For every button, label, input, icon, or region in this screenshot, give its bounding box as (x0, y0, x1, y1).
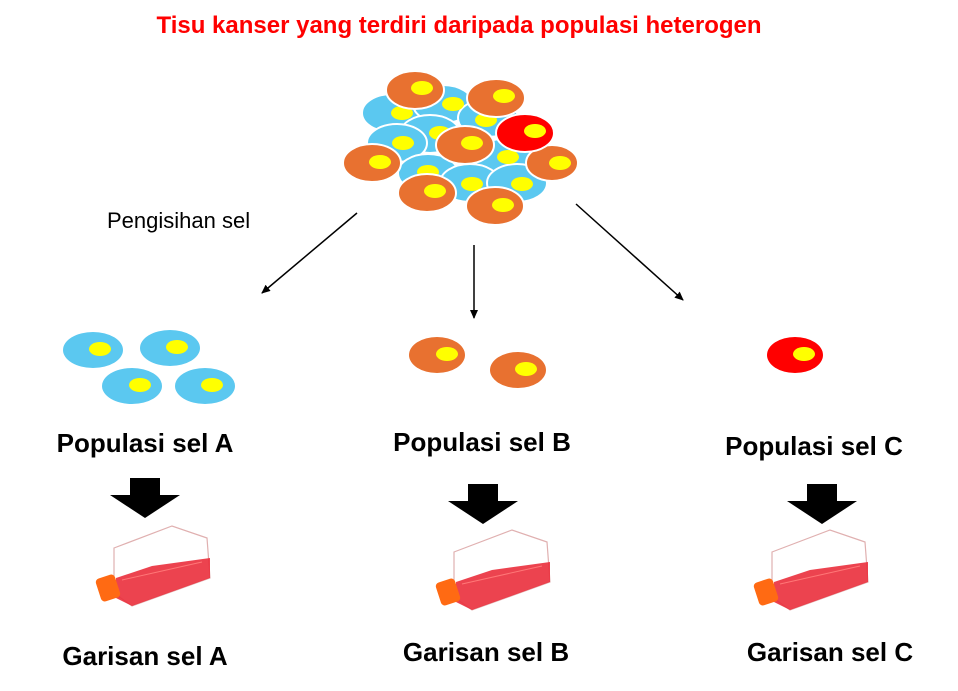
population-b-cells (409, 337, 546, 388)
arrow-to-population-c (575, 203, 684, 301)
culture-flask-b-icon (434, 529, 551, 611)
block-arrow-down-b (448, 484, 518, 524)
block-arrow-down-a (110, 478, 180, 518)
cell-sorting-label: Pengisihan sel (107, 208, 251, 233)
block-arrow-down-c (787, 484, 857, 524)
population-a-cells (63, 330, 235, 404)
diagram-title: Tisu kanser yang terdiri daripada popula… (156, 12, 762, 39)
cell-line-a-label: Garisan sel A (62, 641, 228, 671)
population-c-label: Populasi sel C (725, 431, 903, 461)
cell-line-b-label: Garisan sel B (402, 637, 570, 667)
culture-flask-a-icon (94, 525, 211, 607)
population-b-label: Populasi sel B (393, 427, 571, 457)
cell-line-c-label: Garisan sel C (746, 637, 914, 667)
culture-flask-c-icon (752, 529, 869, 611)
population-a-label: Populasi sel A (56, 428, 234, 458)
tumour-tissue-cluster (342, 70, 579, 226)
population-c-cells (767, 337, 823, 373)
arrow-to-population-a (261, 212, 358, 294)
